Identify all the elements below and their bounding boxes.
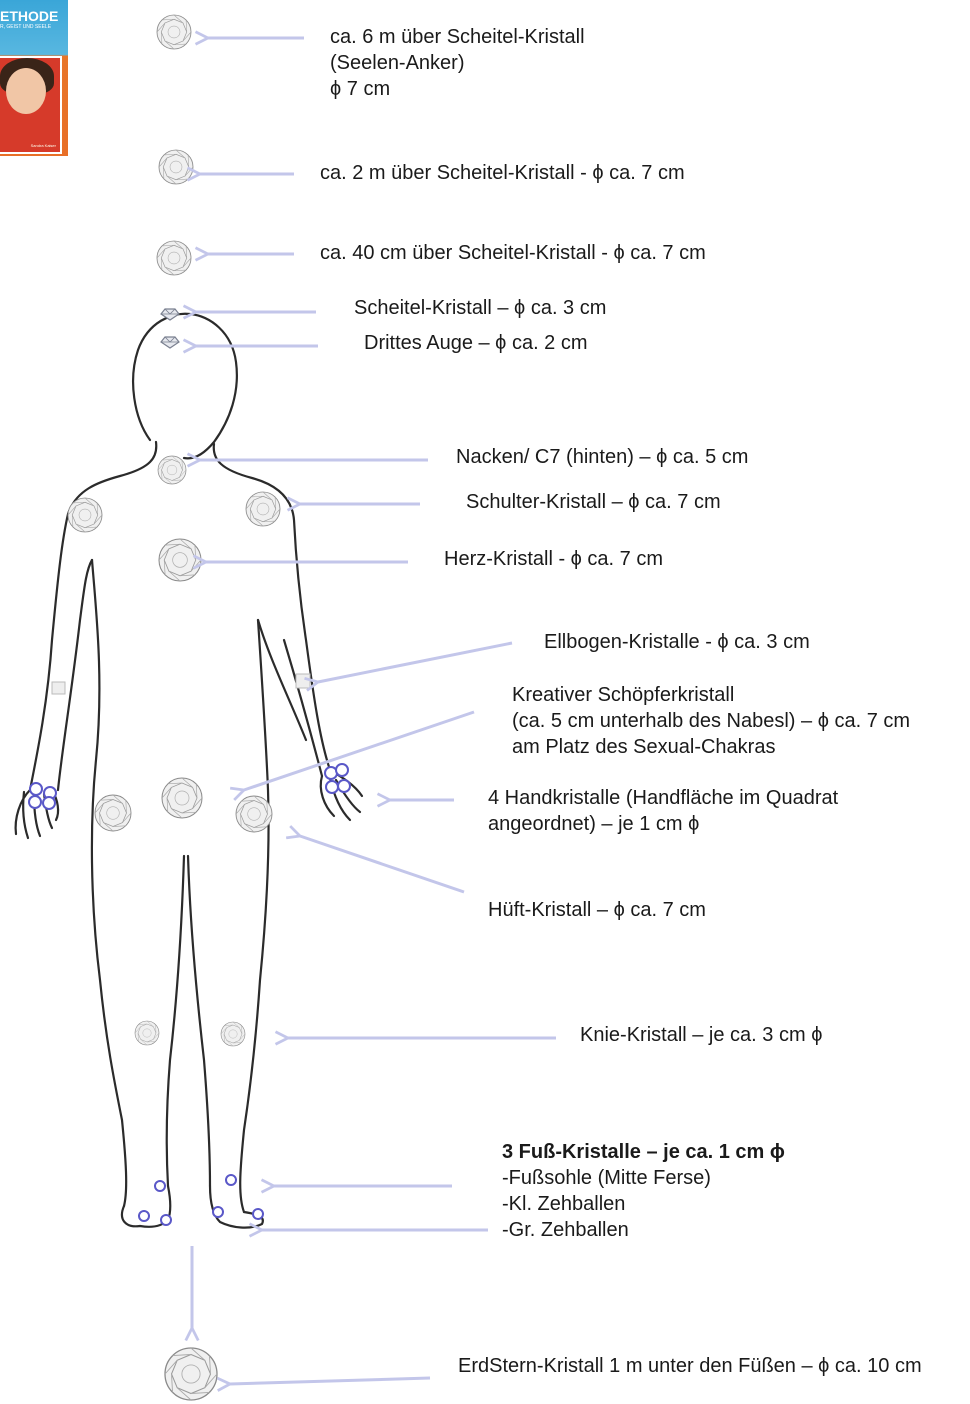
body-outline xyxy=(16,314,362,1228)
label-feet-item-2: -Kl. Zehballen xyxy=(502,1191,785,1217)
label-creative: Kreativer Schöpferkristall (ca. 5 cm unt… xyxy=(512,682,910,760)
label-heart: Herz-Kristall - ϕ ca. 7 cm xyxy=(444,546,663,572)
crystal-shoulder-right xyxy=(246,492,280,526)
crystal-elbow-left xyxy=(52,682,65,694)
label-40cm: ca. 40 cm über Scheitel-Kristall - ϕ ca.… xyxy=(320,240,706,266)
crystal-shoulder-left xyxy=(68,498,102,532)
label-feet-item-1: -Fußsohle (Mitte Ferse) xyxy=(502,1165,785,1191)
label-2m: ca. 2 m über Scheitel-Kristall - ϕ ca. 7… xyxy=(320,160,685,186)
crystal-neck xyxy=(158,456,186,484)
label-shoulder: Schulter-Kristall – ϕ ca. 7 cm xyxy=(466,489,721,515)
label-creative-line-3: am Platz des Sexual-Chakras xyxy=(512,734,910,760)
label-hands-line-2: angeordnet) – je 1 cm ϕ xyxy=(488,811,838,837)
label-crown: Scheitel-Kristall – ϕ ca. 3 cm xyxy=(354,295,606,321)
crystal-earth-star xyxy=(165,1348,217,1400)
label-soul-anchor-line-2: (Seelen-Anker) xyxy=(330,50,585,76)
arrow-earth-star xyxy=(230,1378,430,1384)
label-earth-star: ErdStern-Kristall 1 m unter den Füßen – … xyxy=(458,1353,922,1379)
crystal-knee-right xyxy=(221,1022,245,1046)
crystal-soul-anchor xyxy=(157,15,191,49)
foot-crystals xyxy=(139,1175,263,1225)
label-feet-title: 3 Fuß-Kristalle – je ca. 1 cm ϕ xyxy=(502,1139,785,1165)
crystal-hip-left xyxy=(95,795,131,831)
label-third-eye: Drittes Auge – ϕ ca. 2 cm xyxy=(364,330,588,356)
label-hip: Hüft-Kristall – ϕ ca. 7 cm xyxy=(488,897,706,923)
label-feet-item-3: -Gr. Zehballen xyxy=(502,1217,785,1243)
crystal-third-eye xyxy=(161,337,179,348)
label-soul-anchor-line-1: ca. 6 m über Scheitel-Kristall xyxy=(330,24,585,50)
crystal-creative xyxy=(162,778,202,818)
crystal-2m xyxy=(159,150,193,184)
label-elbow: Ellbogen-Kristalle - ϕ ca. 3 cm xyxy=(544,629,810,655)
label-soul-anchor: ca. 6 m über Scheitel-Kristall (Seelen-A… xyxy=(330,24,585,102)
arrow-creative xyxy=(244,712,474,790)
crystal-heart xyxy=(159,539,201,581)
label-feet: 3 Fuß-Kristalle – je ca. 1 cm ϕ -Fußsohl… xyxy=(502,1139,785,1243)
label-hands-line-1: 4 Handkristalle (Handfläche im Quadrat xyxy=(488,785,838,811)
label-hands: 4 Handkristalle (Handfläche im Quadrat a… xyxy=(488,785,838,837)
label-soul-anchor-line-3: ϕ 7 cm xyxy=(330,76,585,102)
crystal-40cm xyxy=(157,241,191,275)
label-creative-line-1: Kreativer Schöpferkristall xyxy=(512,682,910,708)
crystal-hip-right xyxy=(236,796,272,832)
arrow-elbow xyxy=(318,643,512,682)
arrow-hip xyxy=(300,836,464,892)
label-knee: Knie-Kristall – je ca. 3 cm ϕ xyxy=(580,1022,822,1048)
crystal-elbow-right xyxy=(296,674,310,688)
crystal-knee-left xyxy=(135,1021,159,1045)
label-creative-line-2: (ca. 5 cm unterhalb des Nabesl) – ϕ ca. … xyxy=(512,708,910,734)
label-neck: Nacken/ C7 (hinten) – ϕ ca. 5 cm xyxy=(456,444,748,470)
